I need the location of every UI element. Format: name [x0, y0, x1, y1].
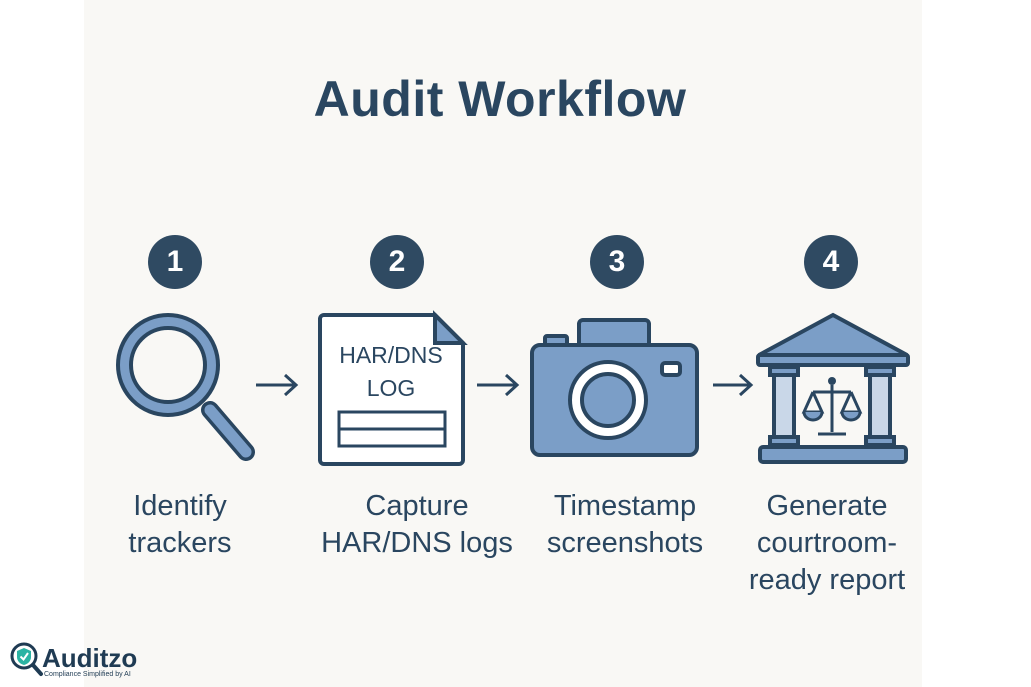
arrow-icon	[256, 373, 299, 397]
step-1-label: Identify trackers	[60, 488, 300, 562]
step-3-number: 3	[590, 235, 644, 289]
step-2-label: Capture HAR/DNS logs	[297, 488, 537, 562]
auditzo-logo-icon	[10, 642, 43, 676]
log-text-2: LOG	[367, 375, 416, 401]
label-line: Capture	[365, 490, 469, 522]
label-line: Identify	[133, 490, 227, 522]
courthouse-icon	[756, 312, 910, 464]
step-1-number: 1	[148, 235, 202, 289]
label-line: trackers	[128, 527, 232, 559]
logo-tagline: Compliance Simplified by AI	[44, 671, 131, 678]
magnifier-icon	[116, 313, 255, 461]
label-line: courtroom-	[756, 527, 898, 559]
label-line: screenshots	[546, 527, 704, 559]
logo-name: Auditzo	[42, 643, 138, 673]
step-4-label: Generate courtroom- ready report	[707, 488, 947, 599]
arrow-icon	[477, 373, 520, 397]
step-3-label: Timestamp screenshots	[505, 488, 745, 562]
label-line: HAR/DNS logs	[321, 527, 513, 559]
label-line: Generate	[766, 490, 888, 522]
arrow-icon	[713, 373, 754, 397]
step-4-number: 4	[804, 235, 858, 289]
camera-icon	[530, 318, 699, 457]
log-text-1: HAR/DNS	[339, 342, 443, 368]
step-2-number: 2	[370, 235, 424, 289]
label-line: ready report	[748, 564, 906, 596]
label-line: Timestamp	[553, 490, 697, 522]
log-document-icon: HAR/DNS LOG	[318, 310, 468, 466]
page-title: Audit Workflow	[313, 71, 687, 127]
